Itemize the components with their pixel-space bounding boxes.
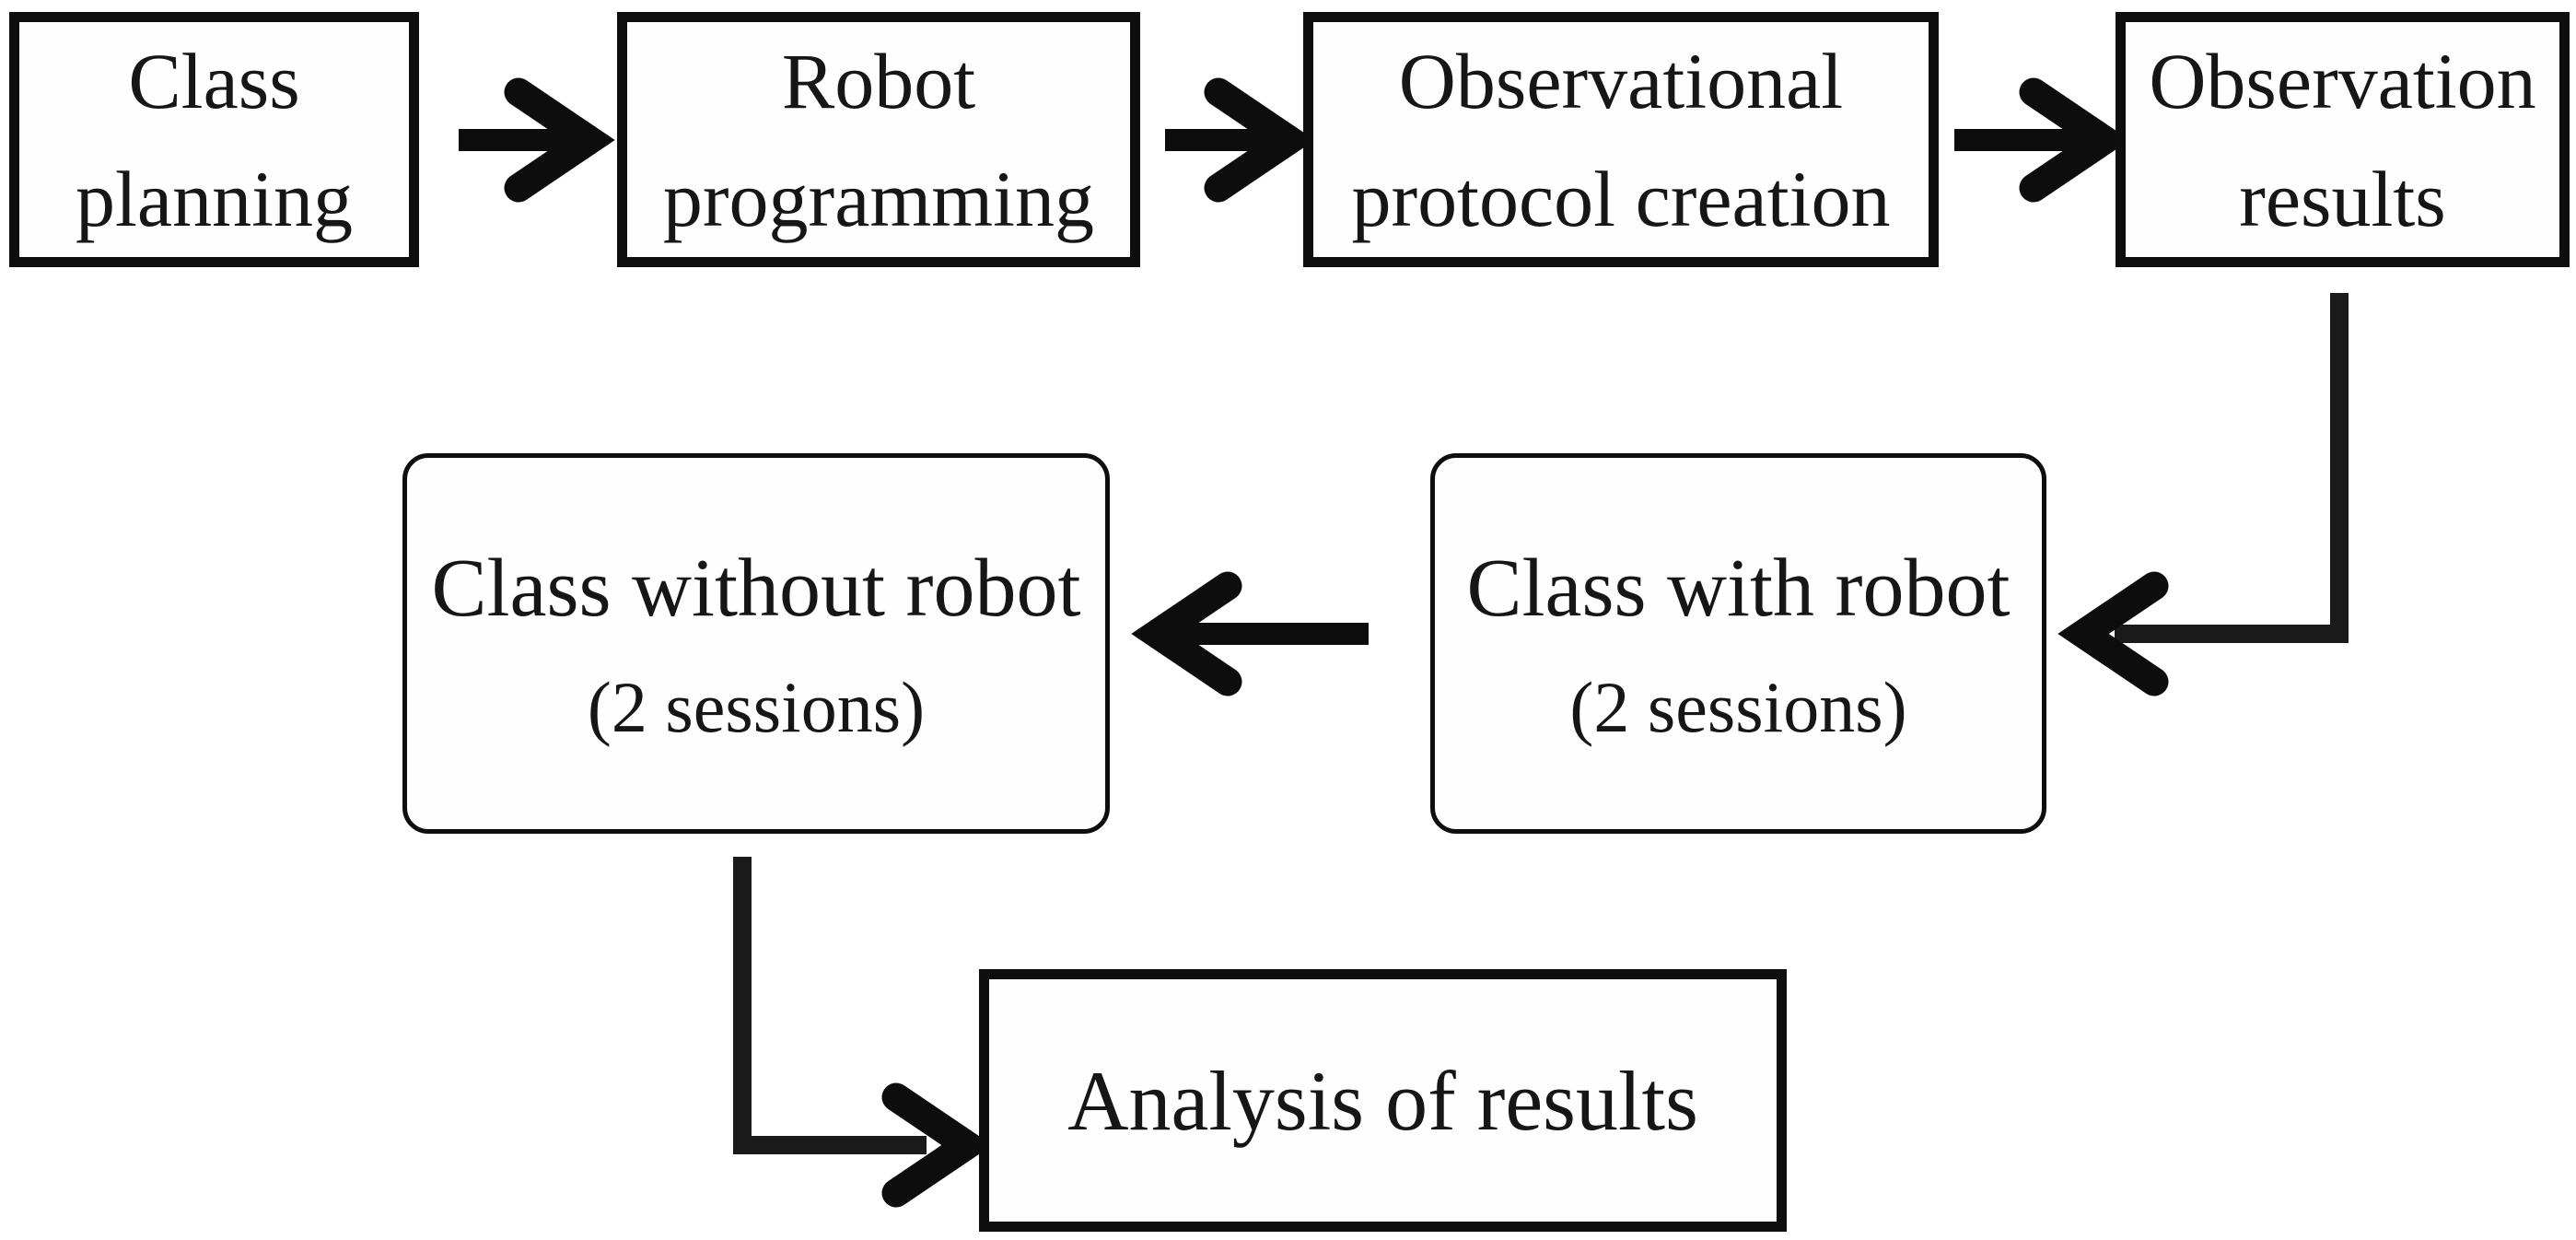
node-robot-programming: Robot programming [617, 12, 1140, 267]
node-label-line: Class without robot [431, 542, 1081, 634]
node-label-line: protocol creation [1351, 154, 1891, 243]
arrow-robot-programming-to-observational-protocol-creation [1165, 77, 1315, 203]
node-observation-results: Observation results [2116, 12, 2570, 267]
node-label-line: Observation [2149, 36, 2536, 125]
node-label-line: programming [662, 154, 1095, 243]
arrow-class-planning-to-robot-programming [459, 77, 615, 203]
node-label-line: planning [76, 154, 353, 243]
node-class-without-robot: Class without robot (2 sessions) [402, 453, 1110, 834]
elbow-arrow-class-without-robot-to-analysis-of-results [733, 857, 993, 1208]
node-analysis-of-results: Analysis of results [979, 969, 1787, 1232]
arrow-class-with-robot-to-class-without-robot [1131, 571, 1369, 696]
arrow-observational-protocol-creation-to-observation-results [1954, 77, 2130, 203]
node-observational-protocol-creation: Observational protocol creation [1303, 12, 1939, 267]
node-class-with-robot: Class with robot (2 sessions) [1430, 453, 2046, 834]
node-class-planning: Class planning [9, 12, 419, 267]
node-label-line: Class [128, 36, 300, 125]
node-label-line: (2 sessions) [587, 666, 926, 747]
node-label-line: Robot [781, 36, 976, 125]
node-label-line: (2 sessions) [1569, 666, 1907, 747]
elbow-arrow-observation-results-to-class-with-robot [2057, 293, 2349, 696]
node-label-line: results [2239, 154, 2446, 243]
node-label-line: Class with robot [1466, 542, 2011, 634]
node-label-line: Observational [1398, 36, 1844, 125]
node-label-line: Analysis of results [1067, 1053, 1698, 1148]
